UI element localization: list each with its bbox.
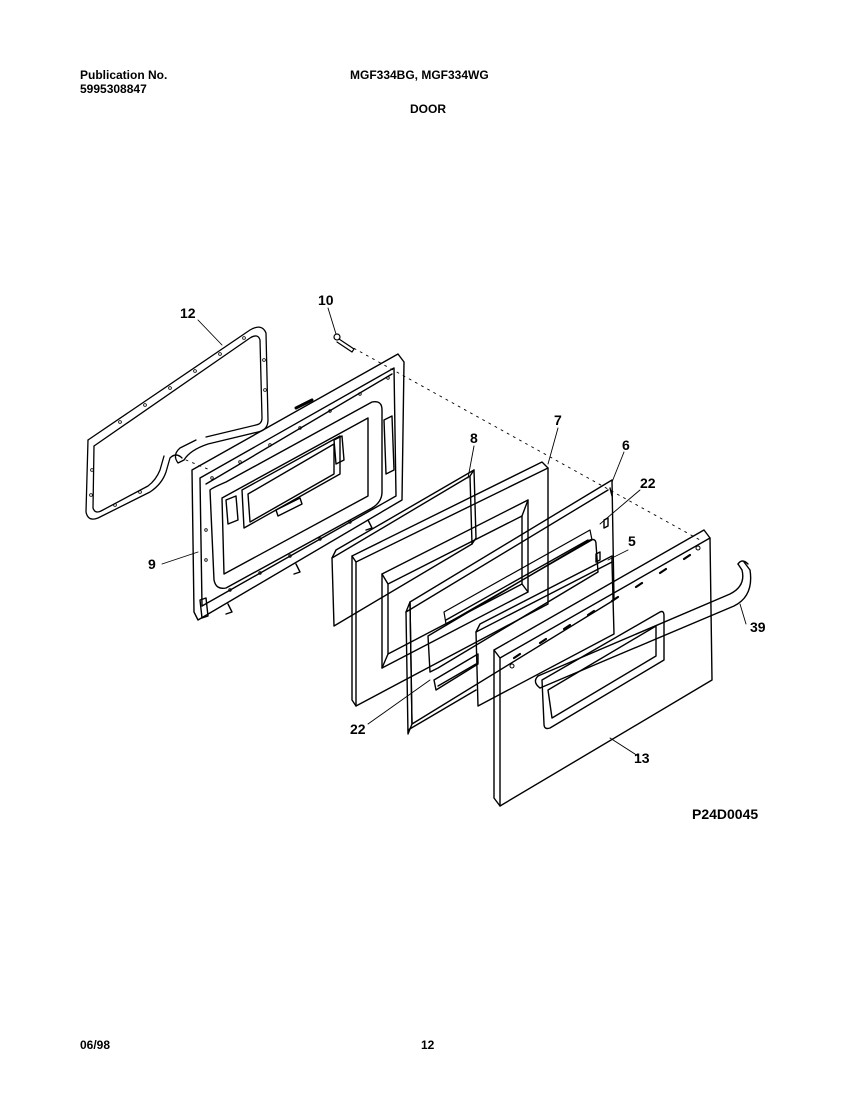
callout-bracket-lower: 22 xyxy=(350,721,366,737)
callout-screw: 10 xyxy=(318,292,334,308)
publication-number: 5995308847 xyxy=(80,82,147,96)
door-handle xyxy=(534,560,752,689)
callout-insulation: 8 xyxy=(470,430,478,446)
callout-inner-door: 9 xyxy=(148,556,156,572)
assembly-axis xyxy=(185,344,701,541)
door-liner xyxy=(351,461,549,707)
callout-bracket-upper: 22 xyxy=(640,475,656,491)
figure-id: P24D0045 xyxy=(692,806,759,822)
publication-label: Publication No. xyxy=(80,68,168,82)
callout-inner-glass: 5 xyxy=(628,533,636,549)
callout-glass-pack: 6 xyxy=(622,437,630,453)
callout-liner: 7 xyxy=(554,412,562,428)
leader-lines xyxy=(161,307,747,757)
door-gasket xyxy=(85,326,269,520)
callout-handle: 39 xyxy=(750,619,766,635)
glass-pack xyxy=(405,479,615,735)
callout-outer-door: 13 xyxy=(634,750,650,766)
page-number: 12 xyxy=(421,1038,435,1052)
inner-glass xyxy=(475,555,615,707)
door-insulation xyxy=(331,469,477,627)
section-title: DOOR xyxy=(410,102,446,116)
outer-door-panel xyxy=(493,529,713,807)
inner-door-frame xyxy=(191,353,405,621)
model-numbers: MGF334BG, MGF334WG xyxy=(350,68,489,82)
callout-gasket: 12 xyxy=(180,305,196,321)
footer-date: 06/98 xyxy=(80,1038,111,1052)
door-screw xyxy=(333,333,355,353)
